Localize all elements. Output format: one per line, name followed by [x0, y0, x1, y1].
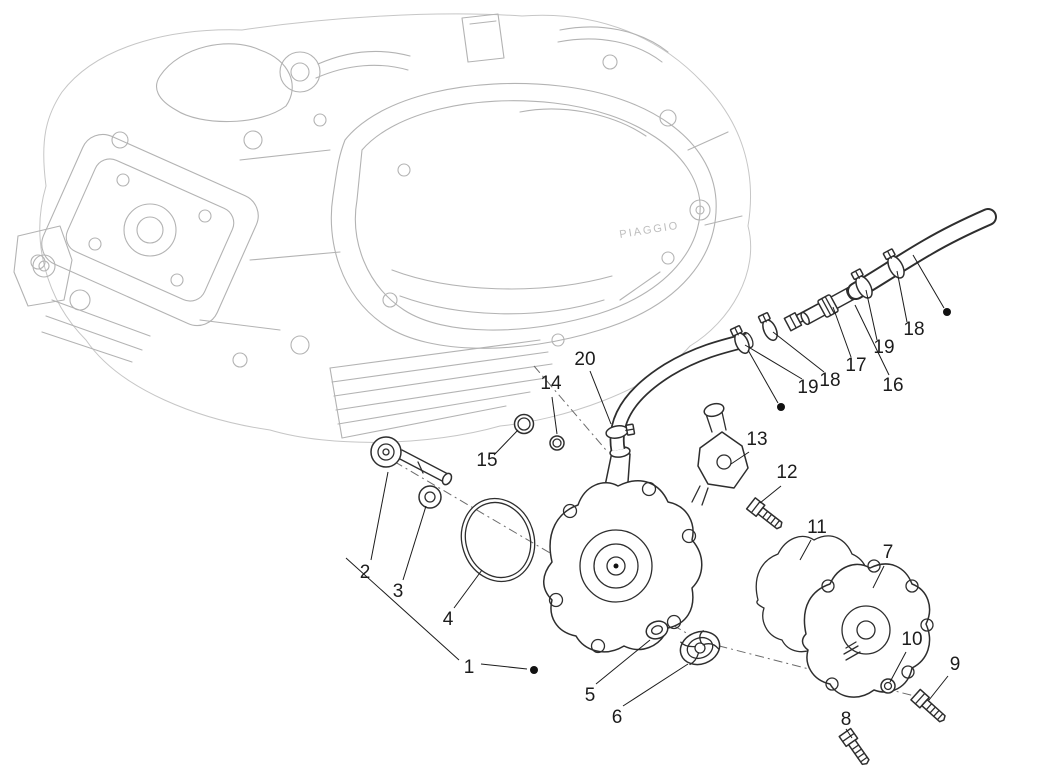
callout-5: 5	[585, 685, 596, 706]
part-clamp-19-left	[729, 325, 750, 355]
callout-13: 13	[746, 429, 767, 450]
callout-17: 17	[845, 355, 866, 376]
callout-11: 11	[807, 517, 827, 538]
leader-line-4	[453, 569, 483, 609]
callout-15: 15	[476, 450, 497, 471]
part-o-ring-large	[460, 497, 536, 583]
leader-line-12	[759, 485, 782, 504]
part-pump-cover	[801, 559, 934, 698]
part-clamp-18-left	[757, 312, 778, 342]
callout-12: 12	[776, 462, 797, 483]
leader-line-14	[551, 396, 558, 435]
assembly-dot-right-hose	[943, 308, 951, 316]
part-clamp-19-right	[850, 268, 873, 299]
leader-line-17	[832, 306, 852, 358]
callout-19-left: 19	[797, 377, 818, 398]
callout-16: 16	[882, 375, 903, 396]
part-union-pipe	[800, 286, 856, 326]
callout-4: 4	[443, 609, 454, 630]
callout-3: 3	[393, 581, 404, 602]
pump-hub-dot	[613, 563, 619, 569]
part-bolt-8	[838, 727, 870, 766]
engine-sketch-art: PIAGGIO	[13, 13, 752, 443]
part-clamp-18-right	[882, 248, 905, 279]
leader-line-7	[872, 565, 885, 589]
callout-14: 14	[540, 373, 562, 394]
part-shaft-bearing	[370, 436, 453, 486]
leader-line-8	[845, 728, 853, 739]
callout-10: 10	[901, 629, 922, 650]
part-clamp-20	[605, 423, 636, 439]
callout-8: 8	[841, 709, 852, 730]
leader-line-5	[595, 639, 651, 685]
cylinder-head-sketch	[13, 133, 259, 363]
part-washer	[880, 678, 896, 694]
part-bolt-12	[745, 497, 783, 530]
part-bypass-bracket	[691, 402, 749, 506]
assembly-dot-1	[530, 666, 538, 674]
part-mechanical-seal	[645, 620, 669, 640]
leader-line-9	[928, 675, 949, 701]
leader-line-11	[799, 539, 812, 561]
part-small-bearing	[418, 485, 442, 509]
leader-line-1b	[480, 663, 528, 670]
callout-labels: 2 3 4 1 5 6 11 7 10 9 8 12 13 14 20 15 1…	[360, 319, 961, 730]
engine-misc-sketch	[30, 54, 743, 368]
leader-line-hose-right-ref	[912, 254, 945, 309]
assembly-dot-left-hose	[777, 403, 785, 411]
callout-18-right: 18	[903, 319, 924, 340]
part-pump-body	[543, 446, 703, 654]
callout-6: 6	[612, 707, 623, 728]
callout-7: 7	[883, 542, 894, 563]
part-seal-ring-14	[549, 435, 565, 451]
leader-line-19-right	[865, 289, 878, 341]
callout-18-left: 18	[819, 370, 840, 391]
leader-line-6	[622, 663, 689, 707]
leader-line-2	[370, 471, 389, 561]
engine-top-sketch	[156, 13, 669, 123]
part-impeller	[679, 630, 721, 666]
leader-line-18-left	[772, 331, 825, 373]
leader-line-20	[589, 370, 612, 425]
leader-line-16	[854, 304, 890, 376]
brand-watermark-text: PIAGGIO	[619, 220, 681, 241]
leader-line-1a	[345, 557, 460, 661]
part-bolt-9	[910, 688, 946, 723]
callout-20: 20	[574, 349, 595, 370]
callout-9: 9	[950, 654, 961, 675]
leader-lines	[345, 254, 951, 739]
leader-line-3	[402, 505, 427, 581]
part-seal-ring-15	[513, 413, 535, 435]
leader-line-18-right	[896, 270, 908, 323]
callout-1: 1	[464, 657, 475, 678]
leader-line-13	[730, 451, 750, 465]
engine-fins-sketch	[329, 339, 553, 439]
leader-line-hose-left-ref	[747, 349, 779, 404]
engine-cover-sketch	[330, 82, 717, 349]
callout-2: 2	[360, 562, 371, 583]
leader-line-10	[889, 651, 907, 683]
leader-line-15	[493, 429, 519, 456]
part-hose-right	[847, 208, 997, 300]
leader-line-19-left	[744, 344, 803, 380]
part-hose-left	[609, 331, 754, 452]
callout-19-right: 19	[873, 337, 894, 358]
